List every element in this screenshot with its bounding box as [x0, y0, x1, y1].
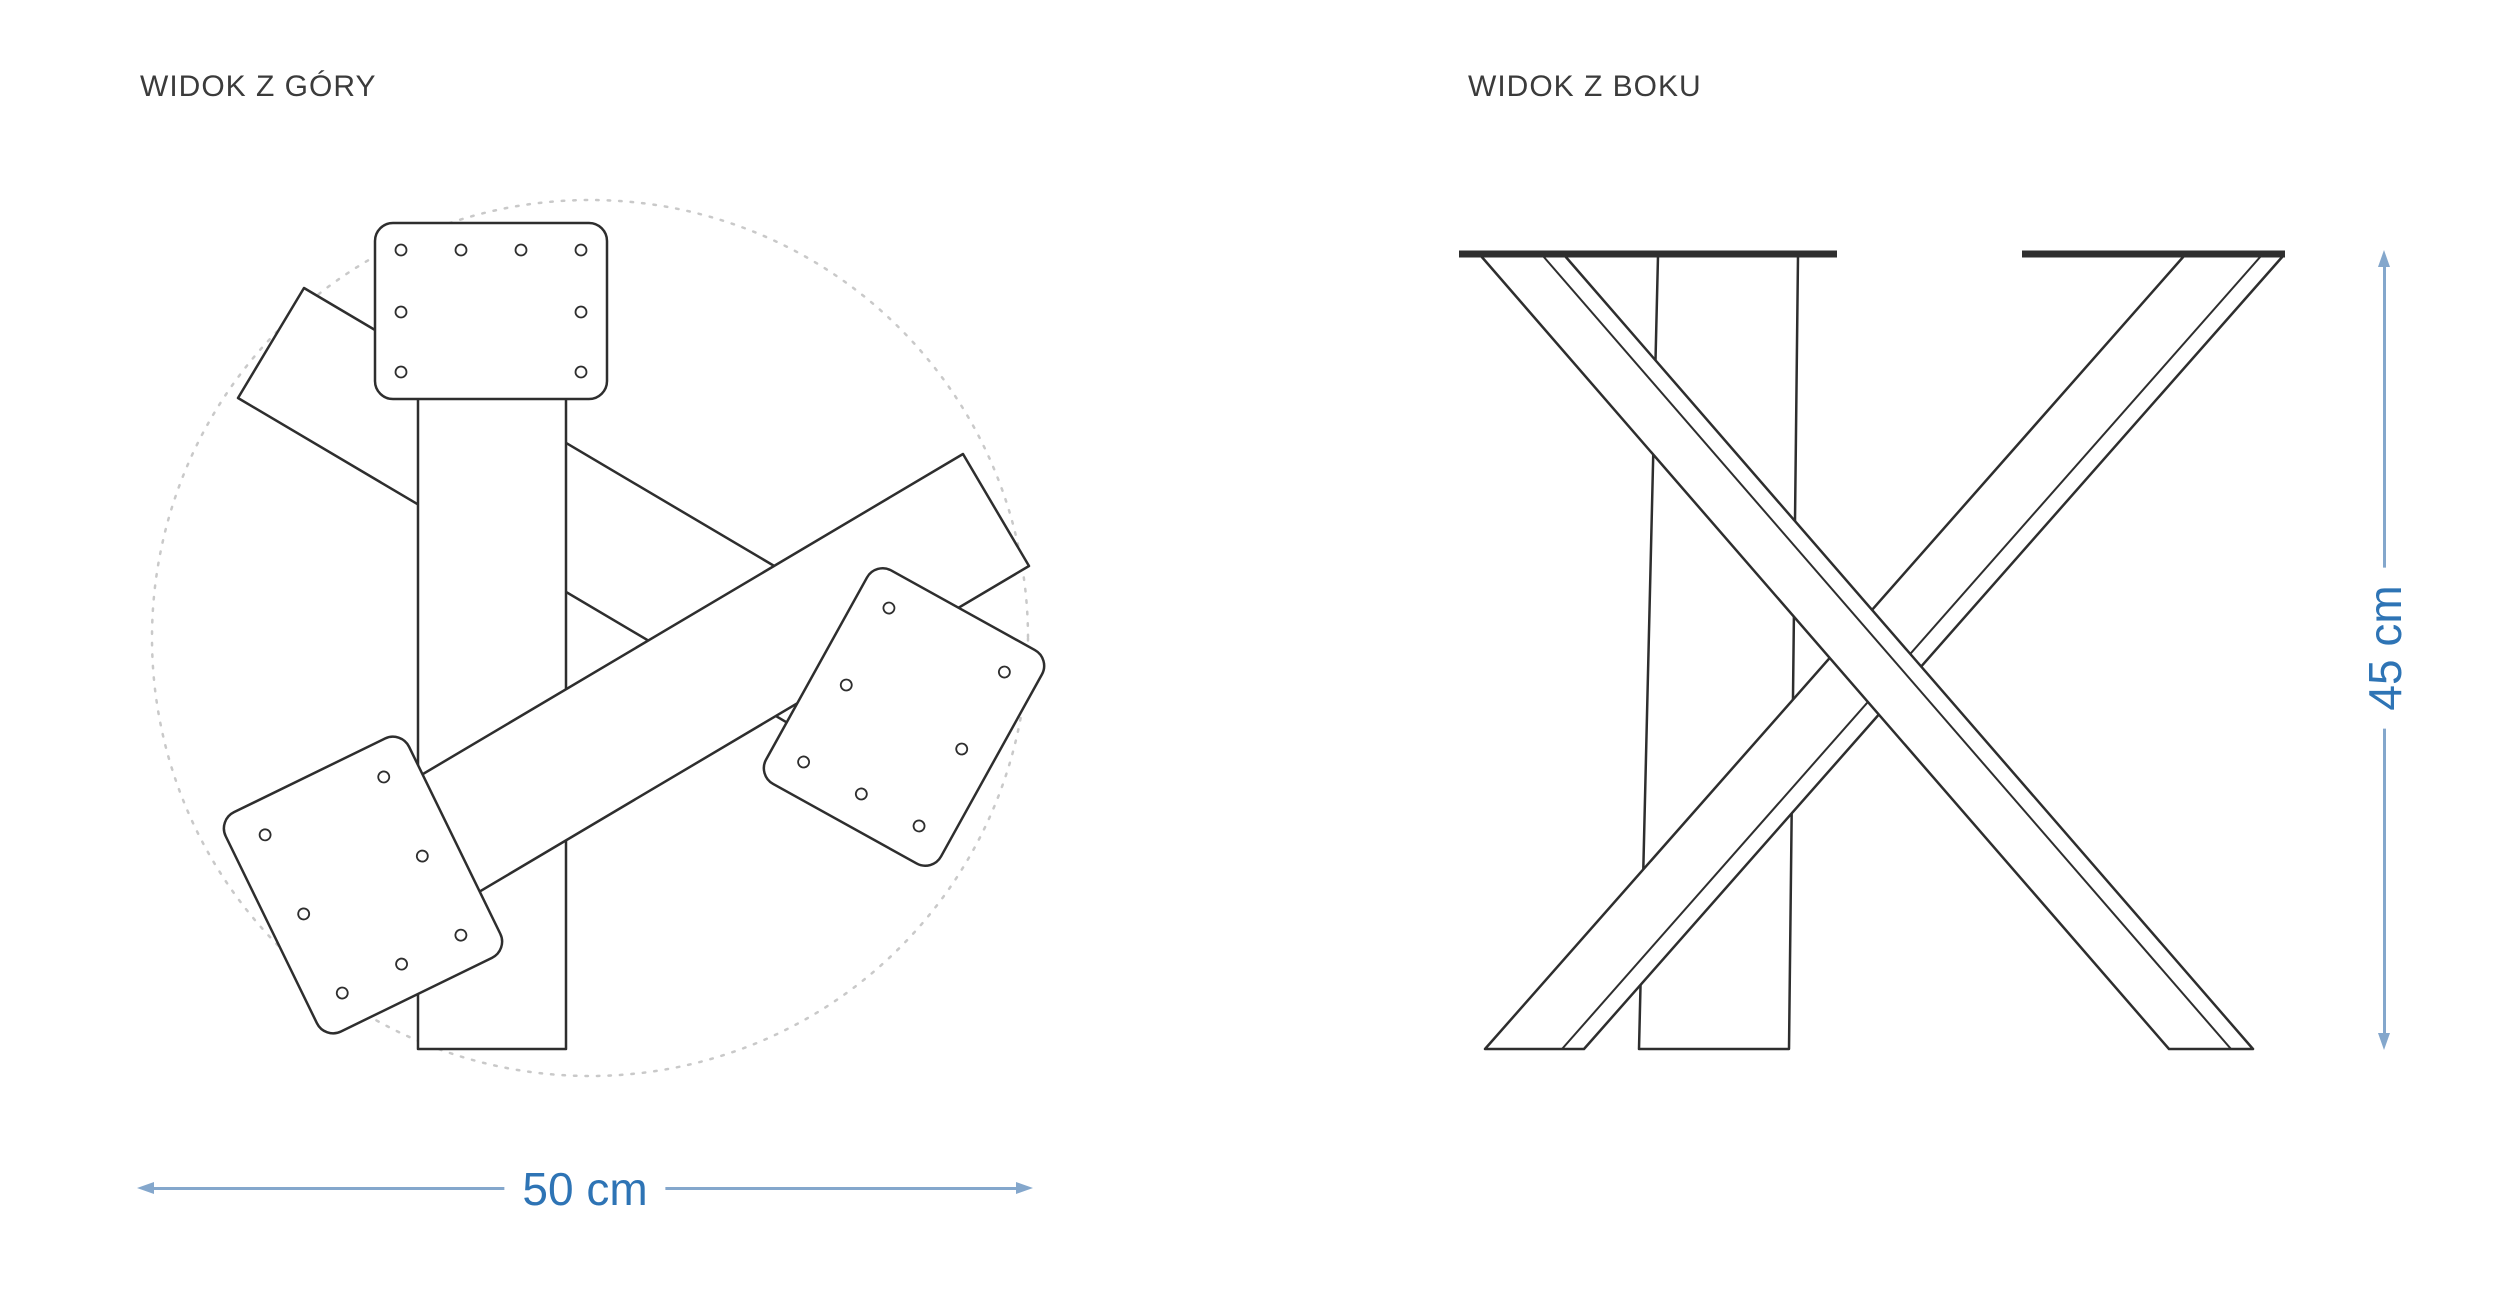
screw-hole: [415, 849, 429, 863]
arrow-up-icon: [2377, 250, 2390, 267]
screw-hole: [882, 601, 896, 615]
screw-hole: [297, 907, 311, 921]
screw-holes-right-plate: [797, 601, 1011, 833]
screw-hole: [395, 957, 408, 971]
screw-hole: [574, 243, 588, 257]
top-view-drawing: [150, 198, 1046, 1078]
side-view-title: WIDOK Z BOKU: [1468, 70, 1702, 103]
screw-hole: [335, 986, 349, 1000]
screw-hole: [377, 770, 391, 784]
arrow-right-icon: [1016, 1181, 1033, 1194]
screw-hole: [258, 828, 272, 842]
screw-hole: [997, 665, 1011, 679]
screw-hole: [454, 928, 468, 942]
board-edge-line: [1542, 255, 2232, 1050]
boundary-dashed-circle: [150, 198, 1030, 1078]
screw-holes-top-plate: [394, 243, 588, 379]
screw-hole: [394, 243, 408, 257]
screw-holes-bottom-left-plate: [258, 770, 468, 1000]
screw-hole: [912, 819, 926, 833]
screw-hole: [394, 305, 408, 319]
dimension-label-width: 50 cm: [504, 1162, 666, 1216]
mounting-plate-bottom-left: [222, 735, 504, 1035]
screw-hole: [854, 787, 868, 801]
screw-hole: [574, 305, 588, 319]
mounting-plate-top-body: [373, 221, 609, 401]
mounting-plate-top: [373, 221, 609, 401]
top-view-title: WIDOK Z GÓRY: [140, 70, 377, 103]
dimension-label-height: 45 cm: [2358, 567, 2412, 729]
screw-hole: [955, 742, 969, 756]
mounting-plate-right: [762, 567, 1046, 867]
mounting-plate-bottom-left-body: [222, 735, 504, 1035]
side-view-drawing: [1459, 250, 2285, 1051]
mounting-plate-right-body: [762, 567, 1046, 867]
screw-hole: [574, 365, 588, 379]
screw-hole: [839, 678, 853, 692]
arrow-down-icon: [2377, 1033, 2390, 1050]
screw-hole: [454, 243, 468, 257]
board-edge-line: [1561, 255, 2262, 1050]
arrow-left-icon: [137, 1181, 154, 1194]
screw-hole: [514, 243, 528, 257]
screw-hole: [797, 755, 811, 769]
screw-hole: [394, 365, 408, 379]
